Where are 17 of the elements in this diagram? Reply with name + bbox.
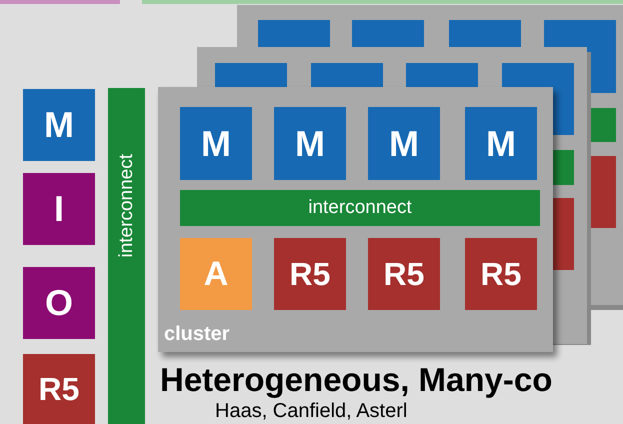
module-tile: I <box>23 173 95 245</box>
interconnect-bar: interconnect <box>180 190 540 226</box>
module-tile: M <box>465 107 537 180</box>
author-line: Haas, Canfield, Asterl <box>215 400 408 422</box>
module-tile: R5 <box>368 238 440 310</box>
module-tile: M <box>274 107 346 180</box>
title-text: Heterogeneous, Many-co <box>160 362 552 398</box>
module-tile: M <box>368 107 440 180</box>
cluster-label: cluster <box>164 323 230 345</box>
module-tile: R5 <box>23 354 95 424</box>
module-tile: O <box>23 267 95 339</box>
module-tile: R5 <box>465 238 537 310</box>
module-tile: M <box>180 107 252 180</box>
module-tile: R5 <box>274 238 346 310</box>
module-tile: M <box>23 89 95 161</box>
interconnect-bar: interconnect <box>108 88 145 424</box>
module-tile: A <box>180 238 252 310</box>
